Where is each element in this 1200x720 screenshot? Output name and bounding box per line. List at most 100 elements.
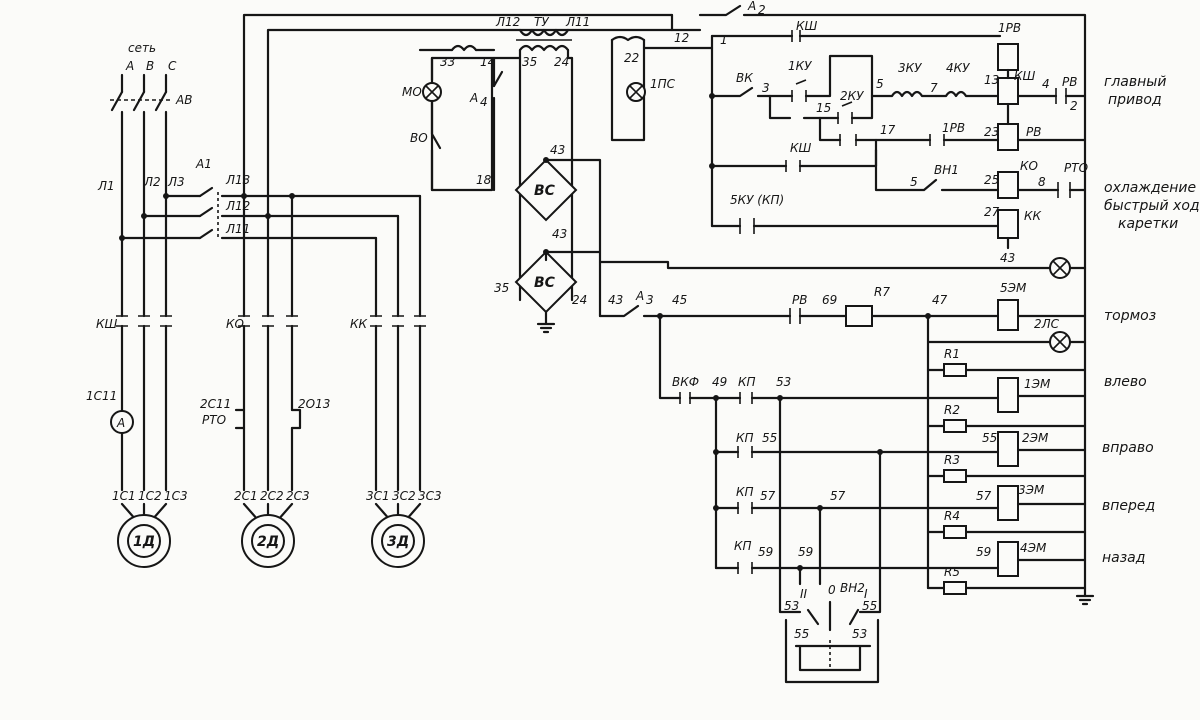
label-2ku: 2КУ (840, 89, 864, 103)
contact-kp2 (737, 446, 753, 458)
resistor-r5 (943, 581, 967, 595)
label-43a: 43 (550, 143, 565, 157)
button-1ku (791, 79, 807, 102)
label-rv-c: РВ (1062, 75, 1077, 89)
side-label-left: влево (1104, 374, 1147, 390)
m1-leads (120, 324, 168, 492)
label-69: 69 (822, 293, 837, 307)
label-2em: 2ЭМ (1022, 431, 1049, 445)
label-ksh-low: КШ (790, 141, 812, 155)
contact-ksh-ctrl (791, 30, 801, 42)
label-phase-c: C (168, 59, 177, 73)
label-1ku: 1КУ (788, 59, 812, 73)
resistor-r7 (845, 305, 873, 327)
label-zero: 0 (828, 583, 836, 597)
label-kp1: КП (738, 375, 756, 389)
resistor-r3 (943, 469, 967, 483)
label-33: 33 (440, 55, 455, 69)
label-r2: R2 (944, 403, 960, 417)
control-circuit: А 2 1 КШ ВК 3 1КУ 15 2КУ 5 3КУ 7 4КУ 13 … (670, 0, 1200, 270)
label-3: 3 (762, 81, 770, 95)
label-vk: ВК (736, 71, 753, 85)
contact-rto (1057, 182, 1071, 198)
label-4: 4 (1042, 77, 1050, 91)
label-phase-b: B (146, 59, 154, 73)
label-set: сеть (128, 41, 156, 55)
contact-kp4 (737, 562, 753, 574)
side-label-main-drive-2: привод (1108, 92, 1162, 108)
label-43b: 43 (552, 227, 567, 241)
coil-rv (997, 123, 1019, 151)
button-4ku (934, 90, 1000, 98)
coil-1em (997, 377, 1019, 413)
label-5ku: 5КУ (КП) (730, 193, 784, 207)
breaker-av (110, 90, 168, 112)
label-2ls: 2ЛС (1034, 317, 1060, 331)
m2-lead-3: 2С3 (286, 489, 310, 503)
side-label-right: вправо (1102, 440, 1154, 456)
label-rto: РТО (202, 413, 226, 427)
label-3ku: 3КУ (898, 61, 922, 75)
label-59c: 59 (976, 545, 991, 559)
m3-lead-3: 3С3 (418, 489, 442, 503)
label-tu: ТУ (534, 15, 549, 29)
label-55s: 55 (862, 599, 877, 613)
label-a1: А1 (195, 157, 212, 171)
power-circuit: сеть A B C АВ Л1 Л2 Л3 А1 Л13 Л12 Л11 (86, 13, 674, 568)
label-av: АВ (175, 93, 192, 107)
ground-icon (536, 310, 556, 334)
label-vn2: ВН2 (840, 581, 865, 595)
label-12: 12 (674, 31, 689, 45)
label-vo: ВО (410, 131, 428, 145)
label-bc-2: ВС (534, 275, 556, 291)
transformer-secondary (518, 44, 570, 52)
coil-5em (997, 299, 1019, 331)
label-a3-sub: 3 (646, 293, 654, 307)
label-ko-coil: КО (1020, 159, 1038, 173)
label-az: А (747, 0, 756, 13)
label-ko-main: КО (226, 317, 244, 331)
m2-lead-1: 2С1 (234, 489, 258, 503)
coil-4em (997, 541, 1019, 577)
label-l3: Л3 (167, 175, 185, 189)
label-5: 5 (876, 77, 884, 91)
label-57c: 57 (976, 489, 992, 503)
transformer-section: Л12 ТУ Л11 33 14 МО А 4 ВО 18 35 24 22 1… (402, 15, 714, 302)
label-5em: 5ЭМ (1000, 281, 1027, 295)
label-roman-1: I (864, 587, 868, 601)
lamp-transformer-icon (450, 44, 478, 52)
label-rto2: РТО (1064, 161, 1088, 175)
label-49: 49 (712, 375, 727, 389)
label-24-top: 24 (554, 55, 569, 69)
label-a4-sub: 4 (480, 95, 488, 109)
rectifier-section: 43 ВС 43 ВС 35 24 (494, 143, 1087, 334)
label-r7: R7 (874, 285, 890, 299)
label-25: 25 (984, 173, 999, 187)
label-53: 53 (776, 375, 791, 389)
contact-ksh-low (785, 160, 801, 172)
label-mo: МО (402, 85, 422, 99)
label-motor-2d: 2Д (257, 534, 279, 550)
label-a4: А (469, 91, 478, 105)
label-vkf: ВКФ (672, 375, 699, 389)
label-47: 47 (932, 293, 948, 307)
label-14: 14 (480, 55, 495, 69)
label-bc-1: ВС (534, 183, 556, 199)
label-tu-l11: Л11 (565, 15, 590, 29)
label-55: 55 (762, 431, 777, 445)
phase-inputs (120, 73, 168, 94)
side-label-forward: вперед (1102, 498, 1155, 514)
coil-1rv (997, 43, 1019, 71)
label-ammeter: А (116, 416, 125, 430)
label-l12: Л12 (225, 199, 250, 213)
contact-1rv (929, 134, 945, 146)
side-label-cooling-3: каретки (1118, 216, 1178, 232)
label-kk-main: КК (350, 317, 368, 331)
resistor-r1 (943, 363, 967, 377)
m1-lead-1: 1С1 (112, 489, 136, 503)
m3-lead-2: 3С2 (392, 489, 416, 503)
ko-feed (242, 194, 294, 318)
label-35-bot: 35 (494, 281, 509, 295)
m2-lead-2: 2С2 (260, 489, 284, 503)
